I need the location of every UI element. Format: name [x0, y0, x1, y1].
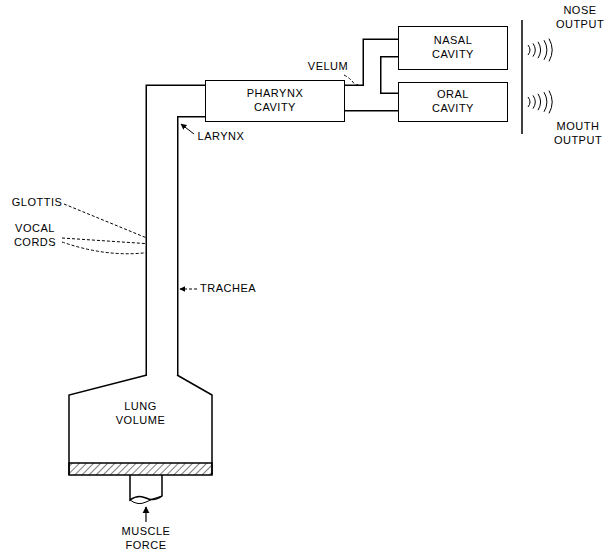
lung-wall	[69, 375, 212, 475]
sound-wave	[528, 45, 530, 55]
sound-wave	[528, 97, 530, 107]
sound-wave	[544, 92, 547, 112]
tube-connector	[345, 48, 398, 94]
part-label: LARYNX	[196, 130, 246, 144]
cavity-box: NASAL CAVITY	[398, 26, 508, 70]
sound-wave	[538, 94, 541, 110]
sound-wave	[533, 95, 535, 108]
force-arrow	[145, 507, 146, 522]
sound-wave	[544, 40, 547, 60]
output-label: MOUTH OUTPUT	[550, 120, 606, 148]
node-text: ORAL CAVITY	[422, 88, 484, 116]
cavity-box: PHARYNX CAVITY	[205, 80, 345, 122]
trachea-leader	[180, 289, 197, 290]
force-label: MUSCLE FORCE	[110, 525, 182, 553]
part-label: VOCAL CORDS	[10, 222, 60, 250]
part-label: TRACHEA	[200, 282, 256, 296]
sound-wave	[549, 91, 552, 114]
node-text: NASAL CAVITY	[422, 34, 484, 62]
sound-wave	[549, 39, 552, 62]
vocal-cords-leader	[62, 238, 152, 244]
node-text: PHARYNX CAVITY	[244, 87, 306, 115]
piston-rod	[130, 475, 162, 500]
tube-connector	[162, 101, 205, 375]
part-label: GLOTTIS	[10, 196, 64, 210]
tube-bore	[345, 94, 398, 110]
tube-bores	[162, 48, 398, 375]
tube-bore	[345, 48, 398, 94]
lung-volume: LUNG VOLUME	[68, 375, 213, 475]
face-wall	[521, 20, 523, 134]
sound-wave	[538, 42, 541, 58]
tube-bore	[162, 101, 205, 375]
tube-connector	[345, 93, 398, 112]
sound-wave	[533, 43, 535, 56]
cavity-box: ORAL CAVITY	[398, 82, 508, 122]
larynx-leader	[181, 124, 194, 134]
output-label: NOSE OUTPUT	[554, 4, 606, 32]
tube-walls	[162, 48, 398, 375]
glottis-leader	[64, 204, 159, 243]
node-text: LUNG VOLUME	[110, 400, 172, 428]
piston-rod-break	[130, 496, 162, 504]
part-label: VELUM	[304, 60, 352, 74]
piston	[69, 463, 212, 475]
